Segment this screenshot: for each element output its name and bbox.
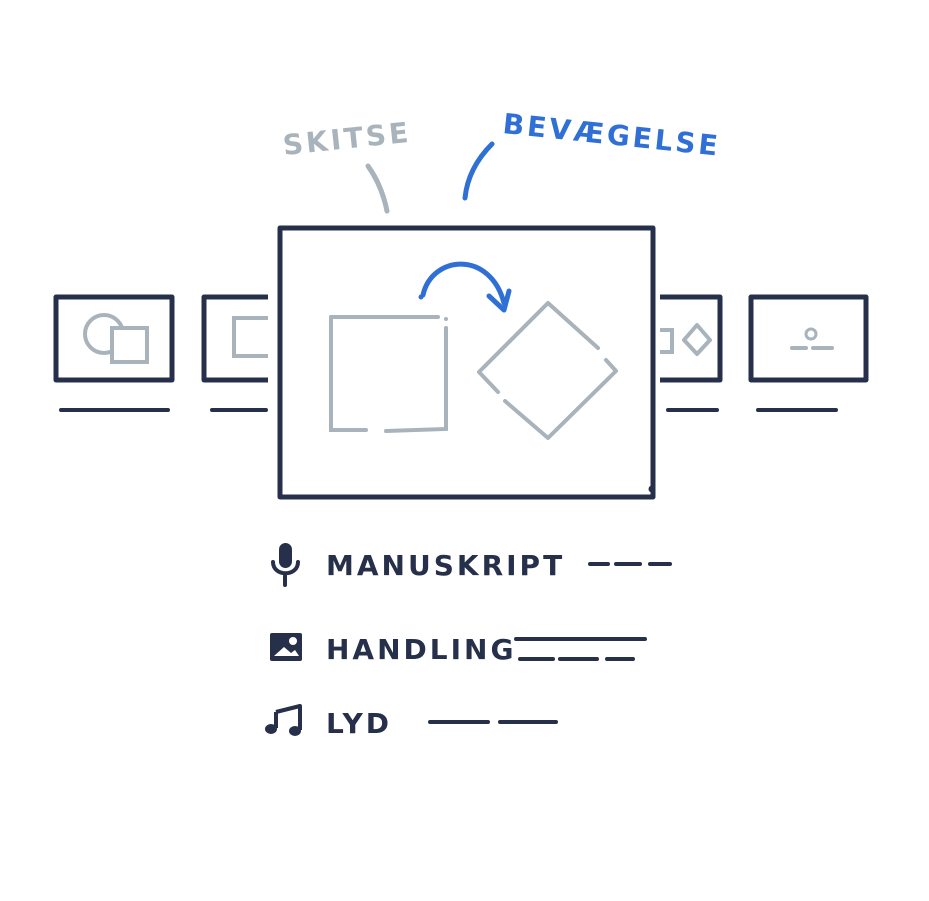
legend-item-action: HANDLING (270, 633, 647, 666)
dot-shape (804, 327, 818, 341)
square-shape (110, 326, 149, 364)
microphone-icon (271, 543, 300, 587)
legend-dash-line (514, 637, 647, 661)
motion-arrow (418, 261, 512, 313)
legend-label-action: HANDLING (326, 633, 516, 666)
sketch-square (329, 315, 448, 433)
sketch-diamond (477, 301, 618, 440)
thumbnail-frame-far-left (53, 294, 175, 412)
motion-label: BEVÆGELSE (501, 107, 722, 163)
legend-item-script: MANUSKRIPT (271, 543, 672, 587)
legend-label-sound: LYD (326, 707, 392, 740)
sketch-callout-line (365, 163, 390, 214)
motion-callout-line (462, 141, 495, 201)
music-note-icon (265, 704, 302, 736)
thumbnail-frame-right (660, 294, 723, 412)
main-frame (277, 225, 656, 500)
square-shape (232, 316, 268, 358)
thumbnail-frame-far-right (748, 294, 869, 412)
thumbnail-frame-left (201, 294, 268, 412)
square-shape (660, 328, 674, 354)
diamond-shape (682, 323, 712, 356)
legend-item-sound: LYD (265, 704, 558, 740)
legend-label-script: MANUSKRIPT (326, 549, 565, 582)
sketch-label: SKITSE (281, 116, 412, 162)
image-icon (270, 633, 302, 661)
